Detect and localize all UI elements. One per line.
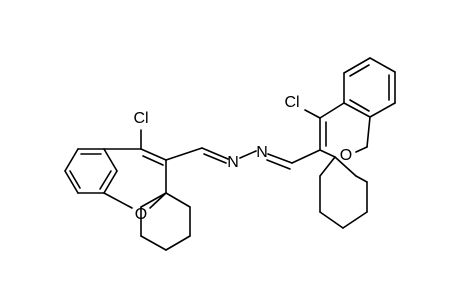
right-pyran-ring [319,102,368,158]
nitrogen-atom-label-left: N [227,154,239,171]
bond [165,147,203,161]
bond [319,102,345,119]
bond [291,149,321,164]
bond [334,156,357,177]
bond [355,146,368,153]
double-bond-line [203,153,227,164]
double-bond-line [349,64,370,77]
chlorine-atom-label: Cl [284,94,299,111]
bond [140,148,167,161]
bond [149,192,167,209]
double-bond-line [266,159,291,170]
nitrogen-atom-label-right: N [256,144,268,161]
bond [355,175,368,183]
bond [319,149,336,158]
bond [165,192,191,208]
bond [343,102,371,118]
imine-double-bond [267,153,293,164]
bond [165,235,191,251]
double-bond-line [142,155,164,166]
bond [366,116,371,148]
imine-double-bond [201,147,229,160]
double-bond-line [99,170,112,190]
right-cyclohexane-ring [319,156,368,229]
left-benzene-ring [64,148,118,194]
bond [103,192,133,209]
left-pyran-ring [103,148,167,209]
azine-linker: N N [227,144,321,171]
chlorine-atom-label: Cl [133,110,148,127]
oxygen-atom-label: O [340,147,352,164]
bond [140,235,167,251]
c-cl-bond [304,109,321,119]
bond [319,156,336,177]
double-bond-line [349,99,370,112]
bond [64,170,79,194]
bond [343,57,371,74]
bond [140,192,167,208]
bond [103,148,118,172]
right-chromene-unit: Cl O [284,57,396,229]
left-chromene-unit: Cl O [64,110,229,251]
bond [369,102,396,118]
bond [64,148,79,172]
bond [369,57,396,73]
bond [319,211,344,229]
n-n-bond [239,150,257,159]
bond [342,211,368,229]
double-bond-line [69,170,81,189]
right-benzene-ring [343,57,396,148]
left-cyclohexane-ring [140,192,191,251]
bond [103,170,118,194]
